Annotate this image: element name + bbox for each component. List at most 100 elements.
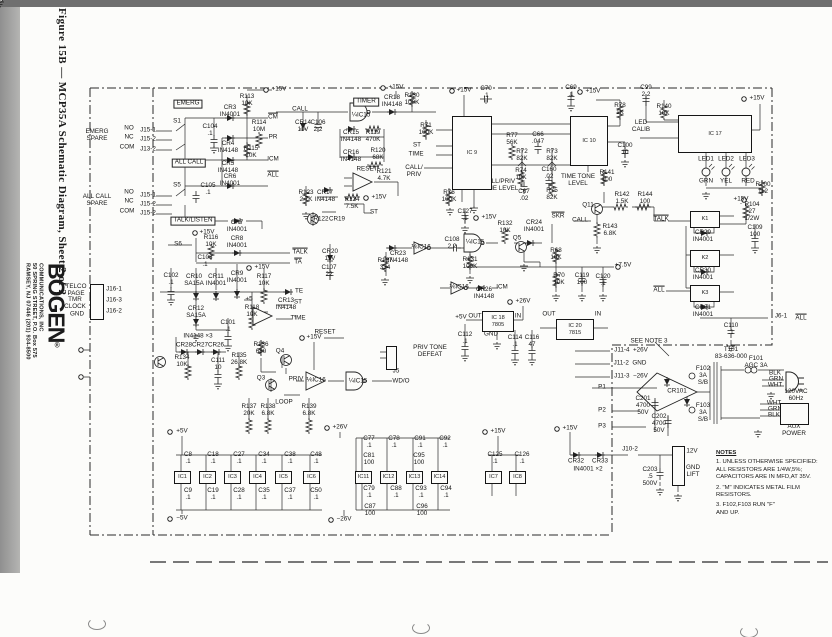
component-label: IN xyxy=(594,310,602,318)
component-label: C203 .5 500V xyxy=(642,465,658,487)
component-label: R134 10K xyxy=(174,354,190,368)
component-label: C112 .1 xyxy=(457,331,473,345)
component-label: C34 .1 xyxy=(258,451,270,465)
component-label: SKR xyxy=(551,212,565,220)
component-label: GRN xyxy=(768,405,782,413)
component-label: C79 .1 xyxy=(363,485,375,499)
component-label: R74 10K xyxy=(515,167,527,181)
ic-box-ic1: IC1 xyxy=(174,471,191,484)
component-label: R137 20K xyxy=(241,403,257,417)
component-label: LED1 xyxy=(698,155,714,163)
component-label: CR28 xyxy=(175,341,193,349)
component-label: C103 .1 xyxy=(197,254,213,268)
component-label: SEE NOTE 3 xyxy=(630,337,668,345)
component-label: ICM xyxy=(267,155,279,163)
component-label: CR26 xyxy=(207,341,225,349)
component-label: IN4001 ×2 xyxy=(573,465,603,473)
component-label: R144 100 xyxy=(637,191,653,205)
component-label: NO xyxy=(124,124,134,132)
component-label: C111 10 xyxy=(210,357,226,371)
component-label: C114 .1 xyxy=(507,334,523,348)
component-label: CR17 IN4148 xyxy=(314,189,336,203)
component-label: C110 .1 xyxy=(723,322,739,336)
component-label: CR29 IN4001 xyxy=(692,229,714,243)
component-label: TALK/LISTEN xyxy=(170,216,216,226)
component-label: C70 .1 xyxy=(480,85,492,99)
ic-box-k2: K2 xyxy=(690,250,720,267)
component-label: 120VAC 60Hz xyxy=(784,388,808,402)
component-label: ⅙IC16 xyxy=(306,376,326,384)
component-label: C67 .02 xyxy=(518,188,530,202)
component-label: AUX POWER xyxy=(782,423,806,437)
component-label: C160 .02 xyxy=(541,166,557,180)
component-label: CR20 11V xyxy=(321,248,339,262)
component-label: R127 334 xyxy=(377,257,393,271)
component-label: CR27 xyxy=(191,341,209,349)
component-label: CR30 IN4001 xyxy=(692,267,714,281)
component-label: IN xyxy=(514,312,522,320)
component-label: +7.5V xyxy=(614,261,632,269)
component-label: CR31 IN4001 xyxy=(692,304,714,318)
component-label: C116 47 xyxy=(524,334,540,348)
component-label: R116 10K xyxy=(203,234,219,248)
component-label: C109 100 xyxy=(747,224,763,238)
component-label: R70 10K xyxy=(553,272,565,286)
component-label: CR33 xyxy=(591,457,609,465)
component-label: ICM xyxy=(496,283,508,291)
component-label: Q4 xyxy=(275,347,285,355)
component-label: R72 82K xyxy=(516,148,528,162)
ic-box-ic7: IC7 xyxy=(485,471,502,484)
component-label: RED xyxy=(741,177,755,185)
component-label: R71 100K xyxy=(418,122,434,136)
component-label: R100 112 xyxy=(755,181,771,195)
brand-line3: RAMSEY, NJ 07446 (201) 934-8500 xyxy=(24,263,31,360)
note-item: 2. "M" INDICATES METAL FILM RESISTORS. xyxy=(716,484,800,498)
component-label: T101 83-636-000 xyxy=(714,346,748,360)
component-label: R136 680 xyxy=(253,341,269,355)
component-label: R141 100 xyxy=(599,169,615,183)
component-label: C9 .1 xyxy=(183,487,193,501)
component-label: CR24 IN4001 xyxy=(523,219,545,233)
component-label: C27 .1 xyxy=(233,451,245,465)
binder-mark xyxy=(412,622,430,634)
component-label: C92 .1 xyxy=(439,435,451,449)
component-label: CR14 11V xyxy=(294,119,312,133)
component-label: R139 6.8K xyxy=(301,403,317,417)
component-label: CM xyxy=(268,113,278,121)
component-label: C126 .1 xyxy=(514,451,530,465)
component-label: S5 xyxy=(173,181,181,189)
component-label: WHT xyxy=(767,381,783,389)
component-label: R78 1K xyxy=(614,102,626,116)
component-label: WD/O xyxy=(392,377,410,385)
component-label: P1 xyxy=(598,383,606,391)
notes-title: NOTES xyxy=(716,450,737,456)
component-label: LED3 xyxy=(739,155,755,163)
component-label: +5V xyxy=(176,427,188,435)
component-label: J16-2 xyxy=(106,307,122,315)
component-label: CR19 xyxy=(328,215,346,223)
component-label: C35 .1 xyxy=(258,487,270,501)
binder-mark xyxy=(88,618,106,630)
component-label: CR4 IN4148 xyxy=(217,140,239,154)
component-label: J11-4 +26V xyxy=(614,346,648,354)
component-label: +15V xyxy=(199,228,215,236)
component-label: R143 6.8K xyxy=(602,223,618,237)
component-label: J15-1 xyxy=(140,191,156,199)
component-label: LOOP xyxy=(275,398,293,406)
component-label: +15V xyxy=(562,424,578,432)
component-label: P3 xyxy=(598,422,606,430)
component-label: C108 2.2 xyxy=(444,236,460,250)
ic-box-ic-10: IC 10 xyxy=(570,116,608,166)
component-label: C201 4700 50V xyxy=(635,394,651,416)
component-label: C8 .1 xyxy=(183,451,193,465)
component-label: CR12 SA15A xyxy=(186,305,206,319)
component-label: PR xyxy=(268,133,278,141)
component-label: LED2 xyxy=(718,155,734,163)
component-label: TE xyxy=(294,287,304,295)
component-label: CR10 SA15A xyxy=(184,273,204,287)
note-item: 3. F102,F103 RUN "F" AND UP. xyxy=(716,502,775,516)
component-label: COM xyxy=(119,207,135,215)
ic-box-ic14: IC14 xyxy=(431,471,448,484)
component-label: C202 4700 50V xyxy=(651,412,667,434)
component-label: RESET xyxy=(314,328,336,336)
